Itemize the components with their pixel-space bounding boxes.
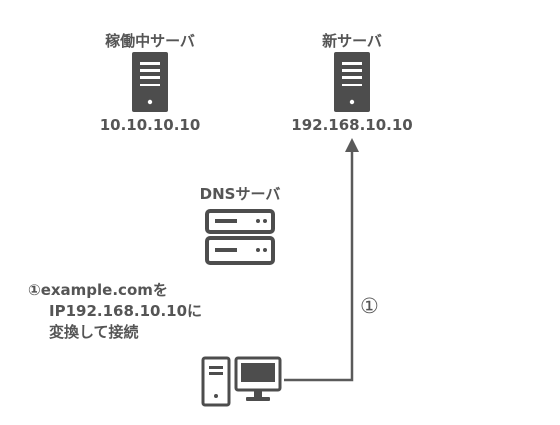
dns-server-title: DNSサーバ (199, 185, 281, 203)
active-server-ip: 10.10.10.10 (99, 116, 201, 134)
connection-arrow (284, 138, 359, 382)
new-server-title: 新サーバ (322, 32, 382, 50)
client-pc-icon (201, 356, 282, 407)
new-server-ip: 192.168.10.10 (291, 116, 413, 134)
dns-resolution-note: ①example.comを IP192.168.10.10に 変換して接続 (28, 280, 202, 343)
active-server-title: 稼働中サーバ (105, 32, 195, 50)
dns-server-icon (205, 209, 275, 265)
note-line-3: 変換して接続 (49, 323, 139, 341)
note-line-1: ①example.comを (28, 281, 168, 299)
arrow-step-number: ① (360, 294, 379, 318)
new-server-icon (334, 52, 370, 112)
note-line-2: IP192.168.10.10に (49, 302, 203, 320)
active-server-icon (132, 52, 168, 112)
